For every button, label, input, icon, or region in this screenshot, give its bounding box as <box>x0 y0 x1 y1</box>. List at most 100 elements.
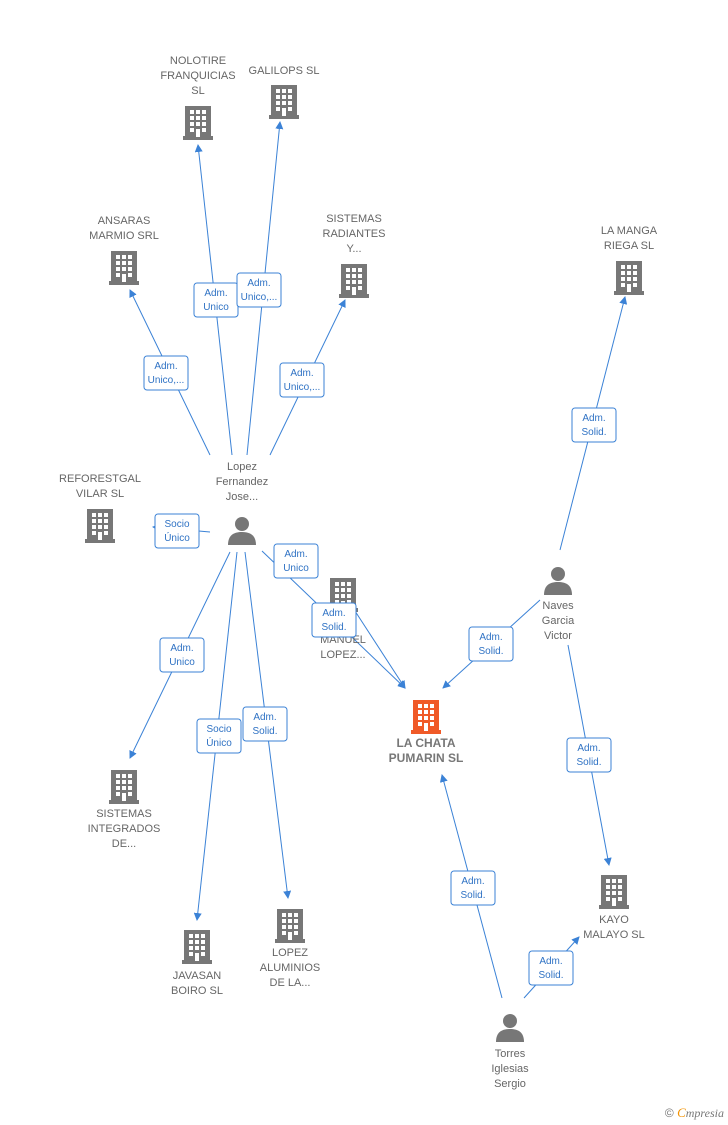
edge-label-line: Adm. <box>582 413 605 424</box>
person-icon <box>496 1014 524 1042</box>
edge-label-line: Adm. <box>170 643 193 654</box>
edge-label-line: Unico <box>169 657 195 668</box>
edge-label-line: Único <box>164 531 190 544</box>
node-label-line: Lopez <box>227 461 257 473</box>
node-label-line: NOLOTIRE <box>170 55 226 67</box>
node-label-line: SISTEMAS <box>326 213 382 225</box>
edge-label-line: Adm. <box>204 288 227 299</box>
building-icon <box>182 930 212 964</box>
building-icon <box>269 85 299 119</box>
edge-label-line: Solid. <box>252 726 277 737</box>
node-javasan[interactable]: JAVASAN BOIRO SL <box>171 930 223 997</box>
edge-label-line: Adm. <box>322 608 345 619</box>
edge-label-line: Solid. <box>321 622 346 633</box>
edge-label-lopez_person-to-nolotire[interactable]: Adm. Unico <box>193 282 239 318</box>
node-galilops[interactable]: GALILOPS SL <box>249 65 320 119</box>
node-sistemas_rad[interactable]: SISTEMASRADIANTESY... <box>323 213 386 298</box>
node-label-line: BOIRO SL <box>171 985 223 997</box>
node-label-line: INTEGRADOS <box>88 823 161 835</box>
edge-label-lopez_person-to-lachata[interactable]: Adm.Unico <box>273 543 319 579</box>
node-label-line: Sergio <box>494 1078 526 1090</box>
edge-label-line: Solid. <box>581 427 606 438</box>
edge-label-box <box>159 637 205 673</box>
building-icon <box>599 875 629 909</box>
edge-label-lopez_person-to-sistemas_rad[interactable]: Adm.Unico,... <box>279 362 325 398</box>
node-sistemas_int[interactable]: SISTEMAS INTEGRADOS DE... <box>88 770 161 850</box>
edge-label-torres-to-kayo[interactable]: Adm.Solid. <box>528 950 574 986</box>
edge-label-line: Solid. <box>478 646 503 657</box>
edge-label-line: Adm. <box>461 876 484 887</box>
node-label-line: KAYO <box>599 914 629 926</box>
edge-label-manuel-to-lachata[interactable]: Adm. Solid. <box>311 602 357 638</box>
edge-label-line: Unico,... <box>148 375 185 386</box>
edge-label-naves-to-lachata[interactable]: Adm. Solid. <box>468 626 514 662</box>
edge-label-line: Adm. <box>253 712 276 723</box>
edge-label-line: Adm. <box>479 632 502 643</box>
building-icon <box>411 700 441 734</box>
node-label-line: LA MANGA <box>601 225 658 237</box>
building-icon <box>614 261 644 295</box>
edge-label-line: Adm. <box>539 956 562 967</box>
node-label-line: VILAR SL <box>76 488 124 500</box>
edge-label-line: Socio <box>164 519 189 530</box>
node-label-line: Victor <box>544 630 572 642</box>
brand-name: mpresia <box>685 1106 724 1120</box>
edge-labels-layer: Adm.UnicoAdm.Unico,...Adm.Unico,...Adm.U… <box>143 272 617 986</box>
edge-label-line: Unico <box>203 302 229 313</box>
edge-label-box <box>566 737 612 773</box>
copyright-symbol: © <box>664 1106 674 1120</box>
edge-label-line: Solid. <box>460 890 485 901</box>
edge-label-line: Unico,... <box>284 382 321 393</box>
building-icon <box>339 264 369 298</box>
building-icon <box>183 106 213 140</box>
edge-label-line: Adm. <box>247 278 270 289</box>
edge-label-lopez_person-to-galilops[interactable]: Adm. Unico,... <box>236 272 282 308</box>
node-label-line: SISTEMAS <box>96 808 152 820</box>
node-label-line: ALUMINIOS <box>260 962 321 974</box>
node-label-line: Naves <box>542 600 574 612</box>
edge-label-line: Adm. <box>577 743 600 754</box>
edge-label-line: Adm. <box>154 361 177 372</box>
node-label-line: MALAYO SL <box>583 929 645 941</box>
edge-manuel-to-lachata <box>354 610 406 689</box>
node-label-line: Iglesias <box>491 1063 529 1075</box>
node-label-line: ANSARAS <box>98 215 151 227</box>
edge-label-line: Socio <box>206 724 231 735</box>
node-label-line: LA CHATA <box>396 736 455 750</box>
edge-label-torres-to-lachata[interactable]: Adm. Solid. <box>450 870 496 906</box>
brand-initial: C <box>677 1105 686 1120</box>
node-label-line: DE... <box>112 838 136 850</box>
edge-label-naves-to-lamanga[interactable]: Adm. Solid. <box>571 407 617 443</box>
node-kayo[interactable]: KAYO MALAYO SL <box>583 875 645 941</box>
edge-label-box <box>311 602 357 638</box>
node-label-line: PUMARIN SL <box>389 751 464 765</box>
edge-label-lopez_person-to-sistemas_int[interactable]: Adm. Unico <box>159 637 205 673</box>
edge-label-box <box>468 626 514 662</box>
edge-label-naves-to-kayo[interactable]: Adm.Solid. <box>566 737 612 773</box>
person-icon <box>228 517 256 545</box>
node-label-line: LOPEZ... <box>320 649 365 661</box>
edge-label-lopez_person-to-ansaras[interactable]: Adm. Unico,... <box>143 355 189 391</box>
node-lopez_person[interactable]: LopezFernandezJose... <box>216 461 269 545</box>
edges-layer <box>129 121 628 999</box>
node-label-line: JAVASAN <box>173 970 222 982</box>
building-icon <box>85 509 115 543</box>
node-label-line: SL <box>191 85 204 97</box>
edge-label-lopez_person-to-lopez_alum[interactable]: Adm. Solid. <box>242 706 288 742</box>
edge-label-box <box>571 407 617 443</box>
edge-label-line: Unico,... <box>241 292 278 303</box>
edge-label-box <box>236 272 282 308</box>
node-label-line: Torres <box>495 1048 526 1060</box>
building-icon <box>275 909 305 943</box>
